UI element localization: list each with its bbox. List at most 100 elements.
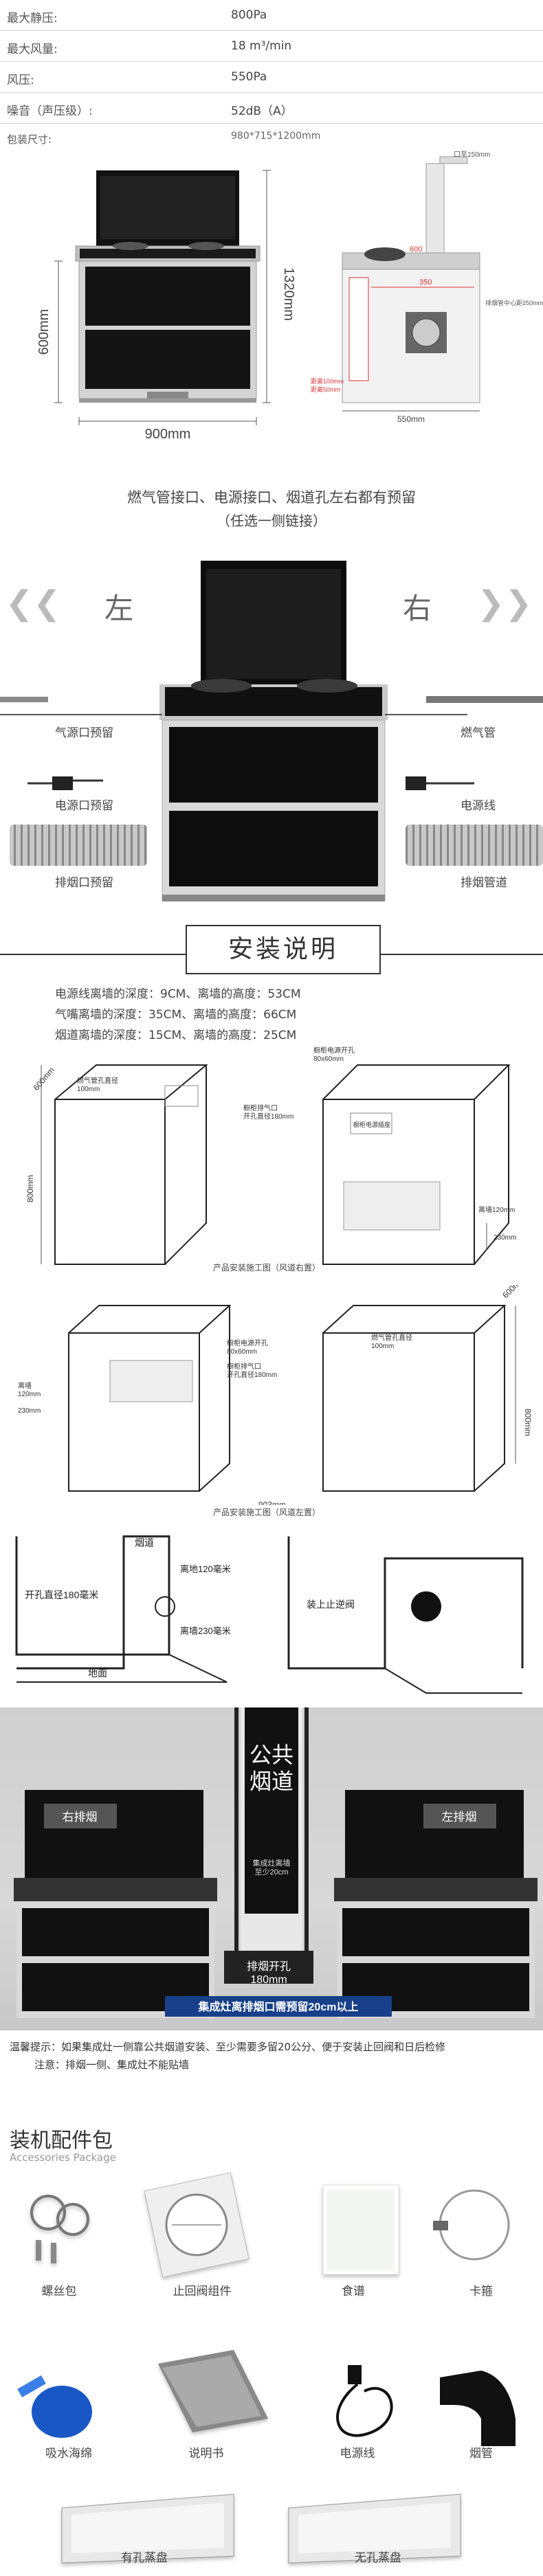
dim1-height: 离墙120mm <box>478 1205 515 1214</box>
tray-with-holes-image <box>61 2494 234 2564</box>
vent-banner: 集成灶离排烟口需预留20cm以上 <box>198 2000 359 2013</box>
dim2-800: 800mm <box>523 1409 533 1436</box>
flue-note: 集成灶离墙至少20cm <box>253 1858 291 1877</box>
spec-row: 最大静压: 800Pa <box>0 0 543 31</box>
distance-line: 气嘴离墙的深度：35CM、离墙的高度：66CM <box>55 1008 297 1022</box>
accessory-label: 有孔蒸盘 <box>121 2551 168 2565</box>
dim1-600: 600mm <box>32 1065 56 1093</box>
left-chevrons: ❮❮ <box>5 584 61 623</box>
spec-row: 最大风量: 18 m³/min <box>0 31 543 62</box>
check-valve-image <box>144 2172 250 2278</box>
side-depth1: 600 <box>410 245 422 254</box>
right-chevrons: ❯❯ <box>477 584 533 623</box>
public-flue-label: 公共烟道 <box>250 1743 293 1793</box>
accessory-label: 说明书 <box>188 2447 224 2461</box>
left-conn-label: 电源口预留 <box>55 799 113 813</box>
stove-photo-center <box>0 561 543 901</box>
dim-900: 900mm <box>145 427 191 438</box>
diagram2-caption: 产品安装施工图（风道左置） <box>213 1508 321 1517</box>
dim1-vent: 橱柜排气口开孔直径180mm <box>243 1104 293 1121</box>
spec-value: 800Pa <box>231 8 267 22</box>
flue-valve: 装上止逆阀 <box>307 1599 355 1610</box>
accessories-images <box>17 2172 516 2564</box>
dim2-600: 600mm <box>500 1285 527 1300</box>
manual-image <box>158 2350 268 2432</box>
accessory-label: 卡箍 <box>469 2285 493 2298</box>
tip-line: 注意：排烟一侧、集成灶不能贴墙 <box>34 2059 190 2071</box>
sponge-image <box>17 2375 92 2438</box>
accessories-title: 装机配件包 <box>10 2129 113 2153</box>
flue-floor: 地面 <box>88 1668 107 1679</box>
spec-value: 18 m³/min <box>231 39 292 53</box>
distance-line: 烟道离墙的深度：15CM、离墙的高度：25CM <box>55 1029 297 1042</box>
accessory-label: 无孔蒸盘 <box>355 2551 401 2565</box>
spec-label: 最大静压: <box>7 12 58 25</box>
flue-hole-label: 开孔直径180毫米 <box>25 1589 98 1600</box>
dim1-800: 800mm <box>25 1175 35 1202</box>
flue-distance: 离墙230毫米 <box>180 1626 231 1636</box>
accessory-label: 吸水海绵 <box>45 2447 92 2461</box>
front-stove-drawing <box>54 170 271 425</box>
side-vent-text: 排烟管中心距250mm <box>485 299 543 306</box>
dim1-230: 230mm <box>494 1234 516 1242</box>
right-label: 右 <box>403 592 432 625</box>
right-conn-label: 排烟管道 <box>461 876 507 890</box>
side-drawing: 口至150mm 600 350 排烟管中心距250mm 距离100mm 距离50… <box>311 150 543 424</box>
left-conn-label: 排烟口预留 <box>55 876 113 890</box>
dim-1320: 1320mm <box>281 267 296 321</box>
clamp-image <box>433 2189 510 2261</box>
recipe-image <box>322 2184 399 2275</box>
dim2-903: 903mm <box>258 1500 286 1505</box>
spec-row: 噪音（声压级）: 52dB（A） <box>0 93 543 124</box>
dim2-230: 230mm <box>18 1407 41 1415</box>
spec-label: 包装尺寸: <box>7 133 52 146</box>
spec-label: 噪音（声压级）: <box>7 104 93 118</box>
side-small2: 距离50mm <box>311 385 340 393</box>
spec-table: 最大静压: 800Pa 最大风量: 18 m³/min 风压: 550Pa 噪音… <box>0 0 543 151</box>
section1-caption: 燃气管接口、电源接口、烟道孔左右都有预留 <box>127 489 416 506</box>
dim-600: 600mm <box>36 309 52 355</box>
accessory-label: 止回阀组件 <box>173 2285 232 2298</box>
dim1-power-hole: 橱柜电源插座 <box>353 1121 390 1128</box>
spec-value: 550Pa <box>231 70 267 84</box>
power-cord-image <box>336 2365 393 2437</box>
spec-label: 风压: <box>7 74 34 87</box>
accessory-label: 食谱 <box>342 2285 365 2298</box>
side-depth2: 350 <box>419 278 432 287</box>
spec-row: 风压: 550Pa <box>0 62 543 93</box>
section1-caption-sub: （任选一侧链接） <box>217 513 326 529</box>
accessory-label: 螺丝包 <box>41 2285 77 2298</box>
spec-label: 最大风量: <box>7 43 58 56</box>
flue-wall-diagram: 开孔直径180毫米 烟道 离地120毫米 离墙230毫米 地面 装上止逆阀 <box>15 1535 524 1694</box>
spec-value: 52dB（A） <box>231 104 293 118</box>
vent-left-label: 右排烟 <box>63 1811 98 1824</box>
tray-without-holes-image <box>288 2494 461 2564</box>
side-top-label: 口至150mm <box>454 150 490 159</box>
spec-row: 包装尺寸: 980*715*1200mm <box>0 124 543 151</box>
install-title: 安装说明 <box>228 935 338 963</box>
flue-label: 烟道 <box>135 1537 154 1548</box>
left-conn-label: 气源口预留 <box>55 726 113 740</box>
dimension-drawings: 1320mm 600mm 900mm 口至150mm 600 350 排烟管中心… <box>36 150 543 438</box>
accessories-subtitle: Accessories Package <box>10 2151 116 2164</box>
install-title-box: 安装说明 <box>186 925 381 974</box>
diagram1-caption: 产品安装施工图（风道右置） <box>213 1263 321 1273</box>
side-width: 550mm <box>397 414 425 424</box>
spec-value: 980*715*1200mm <box>231 131 321 142</box>
vent-right-label: 左排烟 <box>442 1811 477 1824</box>
accessory-label: 烟管 <box>469 2447 493 2461</box>
flue-height: 离地120毫米 <box>180 1564 231 1574</box>
left-label: 左 <box>104 592 134 625</box>
tip-line: 温馨提示：如果集成灶一侧靠公共烟道安装、至少需要多留20公分、便于安装止回阀和日… <box>10 2041 446 2053</box>
right-conn-label: 燃气管 <box>461 726 496 740</box>
